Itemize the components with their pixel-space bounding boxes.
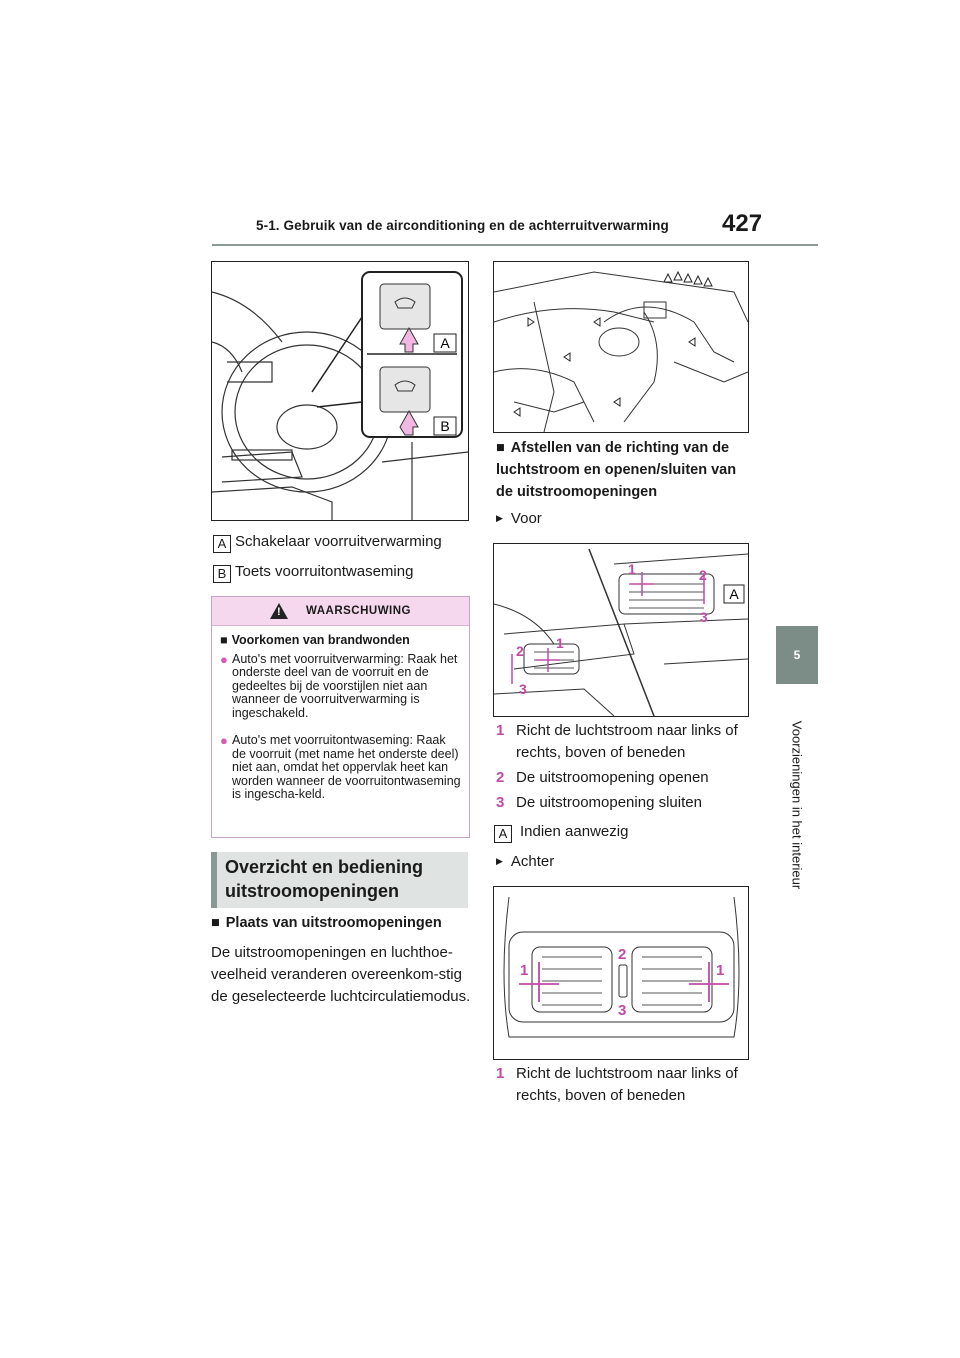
- chapter-tab: 5: [776, 626, 818, 684]
- page-number: 427: [722, 210, 763, 237]
- figure-rear-vents: 1 1 2 3: [493, 886, 749, 1060]
- fig3-num-2: 2: [699, 567, 707, 583]
- fig3-num-1b: 1: [556, 635, 564, 651]
- fig3-num-3b: 3: [519, 681, 527, 697]
- subheading-direction: Afstellen van de richting van de luchtst…: [496, 437, 751, 503]
- caption-a-key: A: [213, 534, 231, 553]
- warning-title: WAARSCHUWING: [305, 605, 412, 617]
- fig3-label-a: A: [729, 586, 739, 602]
- section-heading: Overzicht en bediening uitstroomopeninge…: [211, 852, 468, 908]
- note-a-key: A: [494, 824, 512, 843]
- fig1-label-b: B: [440, 418, 449, 434]
- caption-b-key: B: [213, 564, 231, 583]
- paragraph-outlets: De uitstroomopeningen en luchthoe-veelhe…: [211, 944, 471, 1005]
- warning-header: WAARSCHUWING: [212, 597, 469, 626]
- fig3-num-3: 3: [700, 609, 708, 625]
- section-title: 5-1. Gebruik van de airconditioning en d…: [256, 218, 669, 233]
- warning-bullet: ●Auto's met voorruitverwarming: Raak het…: [220, 651, 458, 720]
- fig4-num-1b: 1: [716, 962, 724, 979]
- header-divider: [212, 244, 818, 246]
- warning-icon: [269, 603, 288, 619]
- warning-bullet: ●Auto's met voorruitontwaseming: Raak de…: [220, 733, 461, 801]
- figure-interior-outlets: [493, 261, 749, 433]
- warning-subtitle: Voorkomen van brandwonden: [220, 633, 461, 648]
- fig1-label-a: A: [440, 335, 450, 351]
- chapter-title: Voorzieningen in het interieur: [789, 720, 805, 890]
- label-front: Voor: [496, 507, 542, 530]
- fig4-num-2: 2: [618, 946, 626, 963]
- fig3-num-2b: 2: [516, 643, 524, 659]
- figure-defroster-switches: A B: [211, 261, 469, 521]
- fig4-num-1: 1: [520, 962, 528, 979]
- figure-front-vents: 1 2 3 1 2 3 A: [493, 543, 749, 717]
- label-rear: Achter: [496, 850, 554, 873]
- subheading-outlets: Plaats van uitstroomopeningen: [211, 912, 471, 934]
- warning-box: WAARSCHUWING Voorkomen van brandwonden ●…: [211, 596, 470, 838]
- fig4-num-3: 3: [618, 1002, 626, 1019]
- fig3-num-1: 1: [628, 561, 636, 577]
